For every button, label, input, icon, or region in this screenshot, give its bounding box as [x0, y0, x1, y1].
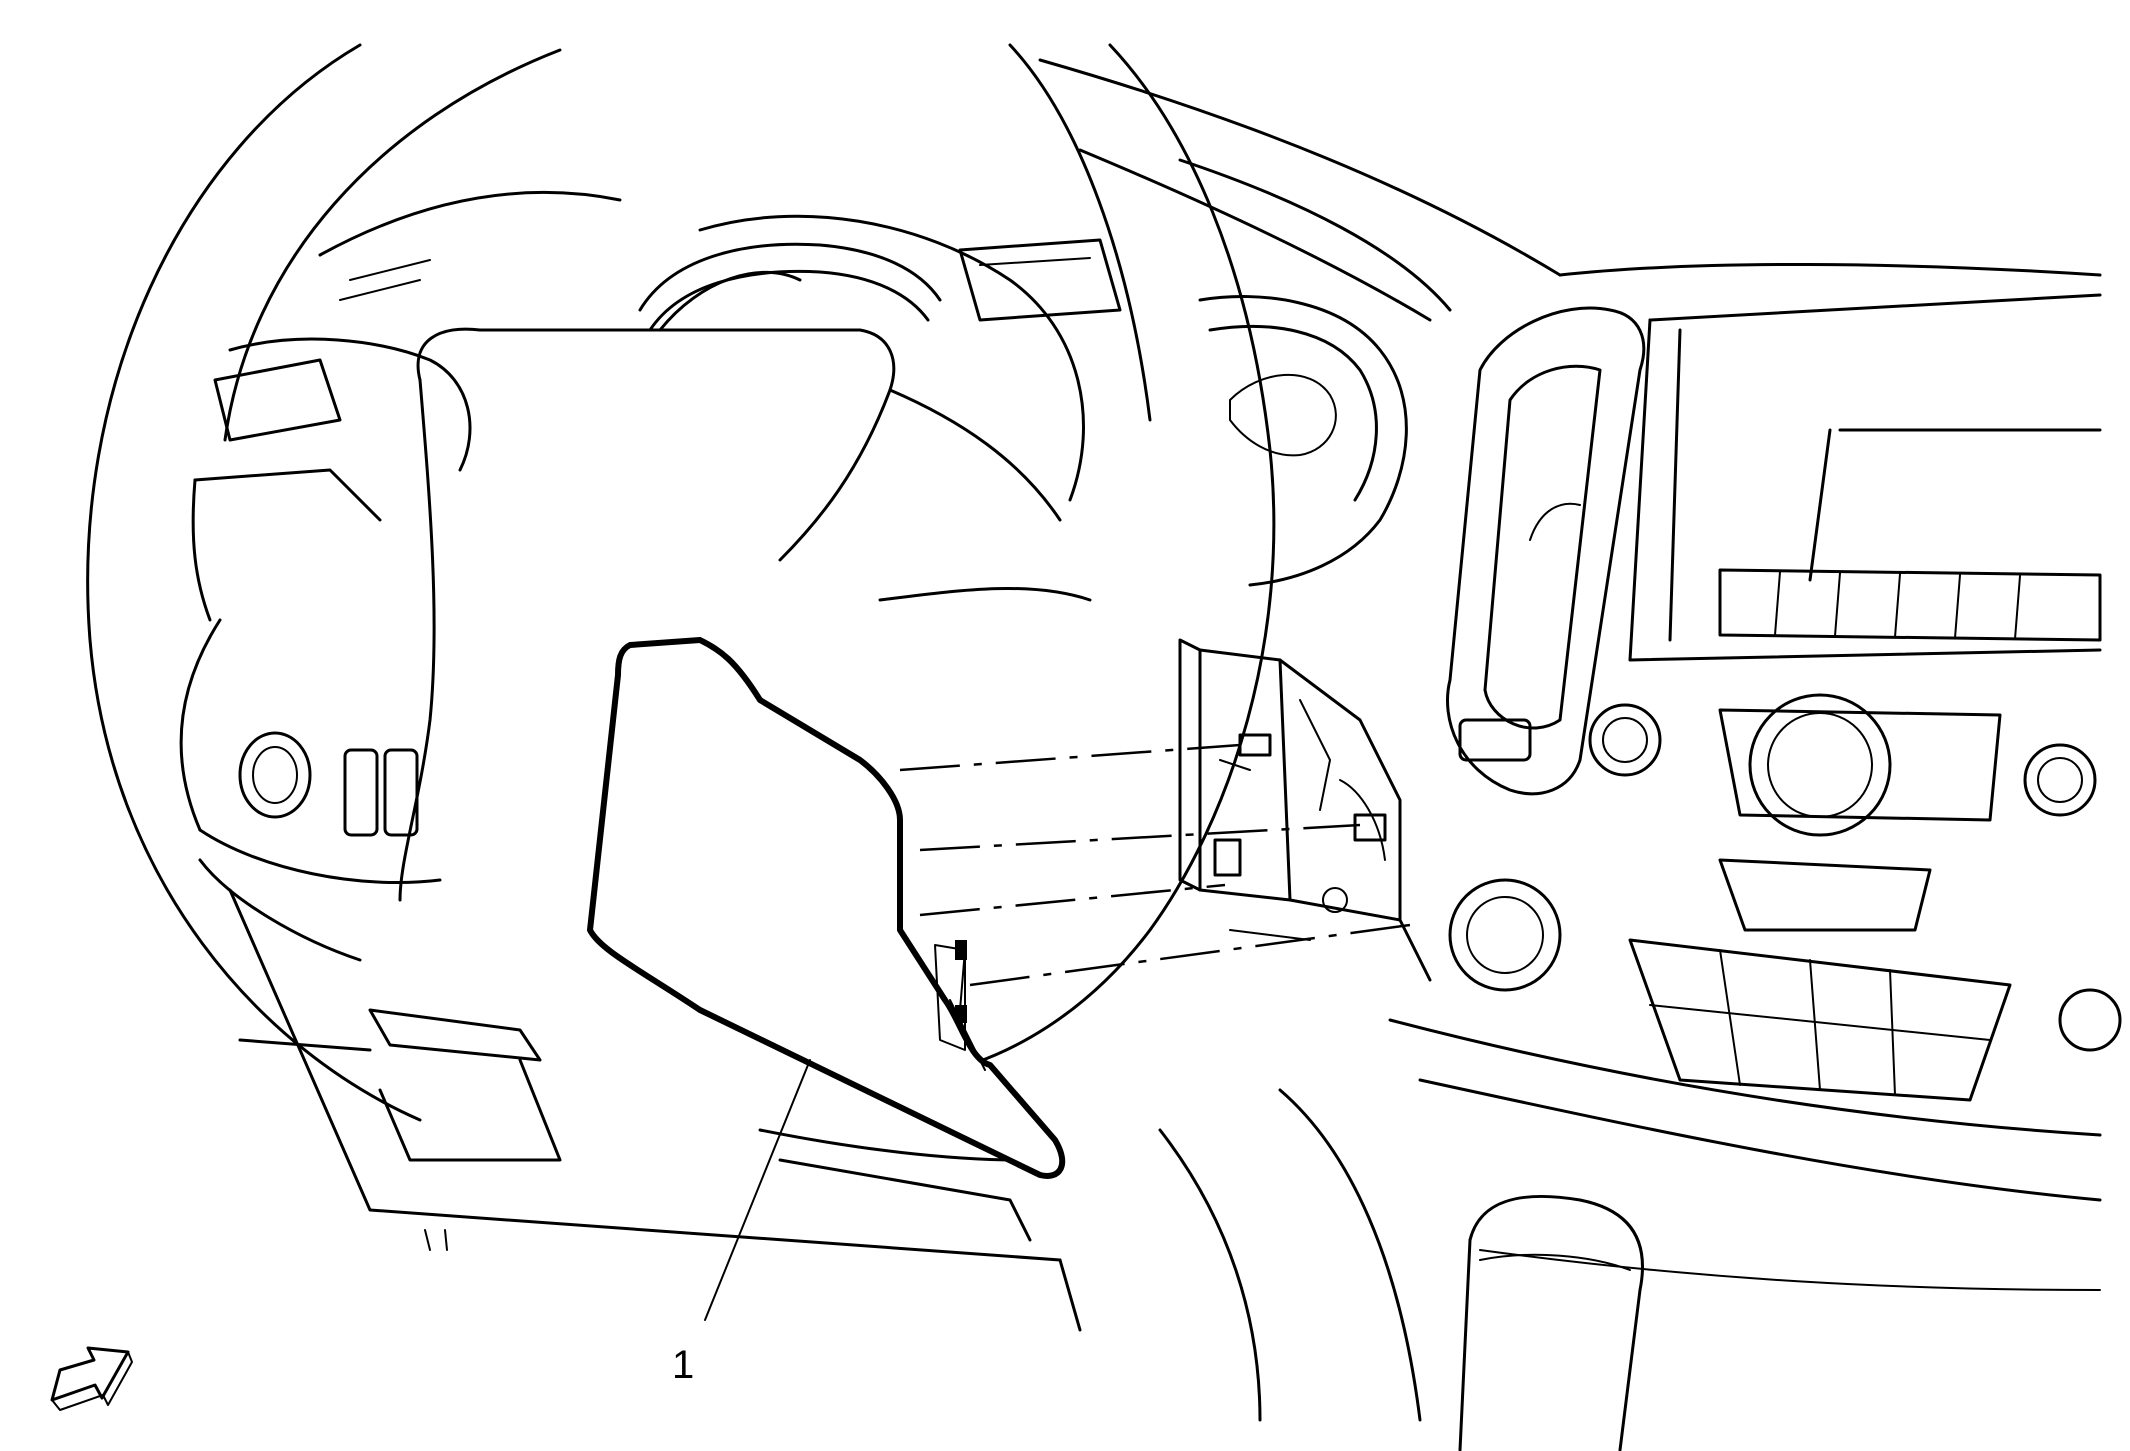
trim-cover-part	[587, 637, 1066, 1179]
callout-1-label: 1	[672, 1343, 694, 1387]
steering-wheel	[86, 43, 1276, 1122]
front-of-vehicle-arrow-icon	[50, 1346, 133, 1411]
instrument-cluster	[638, 158, 1452, 587]
left-switch-area	[191, 259, 431, 837]
instrument-panel-outline	[1038, 58, 2102, 1291]
installation-lines	[899, 743, 1411, 987]
center-stack	[1158, 293, 2122, 1451]
lower-dash	[228, 888, 1082, 1332]
mounting-bracket	[1178, 638, 1432, 982]
callout-1: 1	[672, 1059, 811, 1387]
